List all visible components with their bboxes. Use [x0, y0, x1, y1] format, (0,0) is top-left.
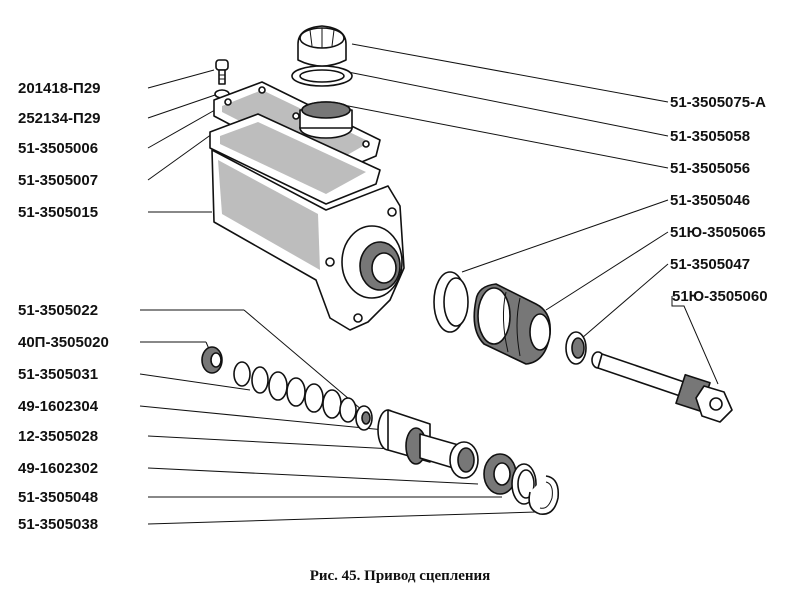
label-gasket: 51-3505007	[18, 172, 98, 189]
label-stop-washer: 51-3505048	[18, 489, 98, 506]
boot-ring-part	[565, 331, 587, 365]
label-cup-seal: 49-1602304	[18, 398, 99, 415]
cup-seal-part	[355, 405, 373, 431]
figure-caption: Рис. 45. Привод сцепления	[310, 568, 491, 584]
piston-part	[377, 409, 479, 479]
leader-lines	[139, 43, 719, 525]
label-pushrod: 51Ю-3505060	[672, 288, 768, 305]
pushrod-part	[591, 351, 733, 423]
rubber-boot-part	[473, 283, 552, 365]
label-filter: 51-3505056	[670, 160, 750, 177]
label-clamp: 51-3505046	[670, 192, 750, 209]
label-housing: 51-3505015	[18, 204, 98, 221]
circlip-part	[528, 475, 560, 515]
filler-cap-part	[297, 25, 347, 67]
bolt-part	[215, 59, 229, 85]
label-boot: 51Ю-3505065	[670, 224, 766, 241]
label-pushrod-stop: 12-3505028	[18, 428, 98, 445]
label-pushrod-ring: 51-3505047	[670, 256, 750, 273]
clamp-ring-part	[433, 271, 469, 333]
filter-part	[299, 101, 353, 139]
cap-gasket-part	[291, 65, 353, 87]
label-piston: 51-3505031	[18, 366, 98, 383]
label-valve: 40П-3505020	[18, 334, 109, 351]
label-circlip: 51-3505038	[18, 516, 98, 533]
label-spring: 51-3505022	[18, 302, 98, 319]
label-cover: 51-3505006	[18, 140, 98, 157]
label-bolt: 201418-П29	[18, 80, 101, 97]
label-cap-gasket: 51-3505058	[670, 128, 750, 145]
seal-ring-part	[483, 453, 517, 495]
label-filler-cap: 51-3505075-А	[670, 94, 766, 111]
cylinder-housing-part	[211, 149, 405, 331]
label-washer: 252134-П29	[18, 110, 101, 127]
left-labels: 201418-П29 252134-П29 51-3505006 51-3505…	[18, 80, 109, 533]
valve-part	[201, 346, 223, 374]
cover-gasket-part	[209, 113, 381, 205]
label-ring: 49-1602302	[18, 460, 98, 477]
return-spring-part	[233, 361, 357, 423]
right-labels: 51-3505075-А 51-3505058 51-3505056 51-35…	[670, 94, 768, 305]
